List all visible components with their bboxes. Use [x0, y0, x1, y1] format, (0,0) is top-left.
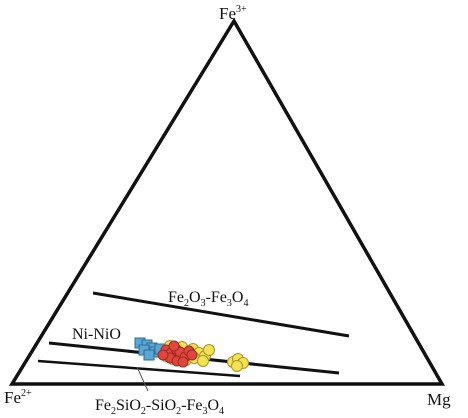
- buffer-label-fqm: Fe2SiO2-SiO2-Fe3O4: [95, 397, 224, 417]
- hm-formula-part: 4: [243, 298, 248, 309]
- sample-square: [143, 349, 155, 361]
- hm-formula-part: -Fe: [206, 289, 227, 306]
- hm-formula-part: 3: [227, 298, 232, 309]
- sample-circle-red: [186, 349, 198, 361]
- fqm-formula-part: O: [207, 397, 219, 414]
- fqm-formula-part: -SiO: [146, 397, 176, 414]
- sample-circle-red: [168, 340, 180, 352]
- sample-circle-yellow: [203, 344, 215, 356]
- vertex-label-mg: Mg: [427, 390, 451, 409]
- vertex-label-fe3: Fe3+: [219, 4, 247, 23]
- sample-circle-yellow: [231, 360, 243, 372]
- hm-formula-part: Fe: [168, 289, 184, 306]
- sample-circle-red: [157, 349, 169, 361]
- hm-formula-part: O: [232, 289, 244, 306]
- sample-cluster: [134, 337, 249, 372]
- fqm-formula-part: 2: [141, 406, 146, 417]
- fqm-pointer-line: [136, 366, 149, 392]
- buffer-line-fqm: [37, 359, 241, 378]
- buffer-label-nno: Ni-NiO: [72, 326, 121, 343]
- fqm-formula-part: 2: [111, 406, 116, 417]
- fqm-formula-part: 3: [202, 406, 207, 417]
- buffer-label-hm: Fe2O3-Fe3O4: [168, 289, 248, 309]
- fqm-formula-part: Fe: [95, 397, 111, 414]
- hm-formula-part: 2: [184, 298, 189, 309]
- hm-formula-part: O: [189, 289, 201, 306]
- vertex-label-fe2: Fe2+: [4, 388, 32, 407]
- fqm-formula-part: 2: [176, 406, 181, 417]
- hm-formula-part: 3: [201, 298, 206, 309]
- sample-circle-yellow: [197, 355, 209, 367]
- fqm-formula-part: 4: [219, 406, 224, 417]
- buffer-line-hm: [92, 291, 350, 338]
- ternary-triangle-outline: [8, 17, 446, 386]
- nno-formula-part: Ni-NiO: [72, 326, 121, 343]
- fqm-formula-part: SiO: [116, 397, 141, 414]
- sample-circle-red: [177, 356, 189, 368]
- fqm-formula-part: -Fe: [181, 397, 202, 414]
